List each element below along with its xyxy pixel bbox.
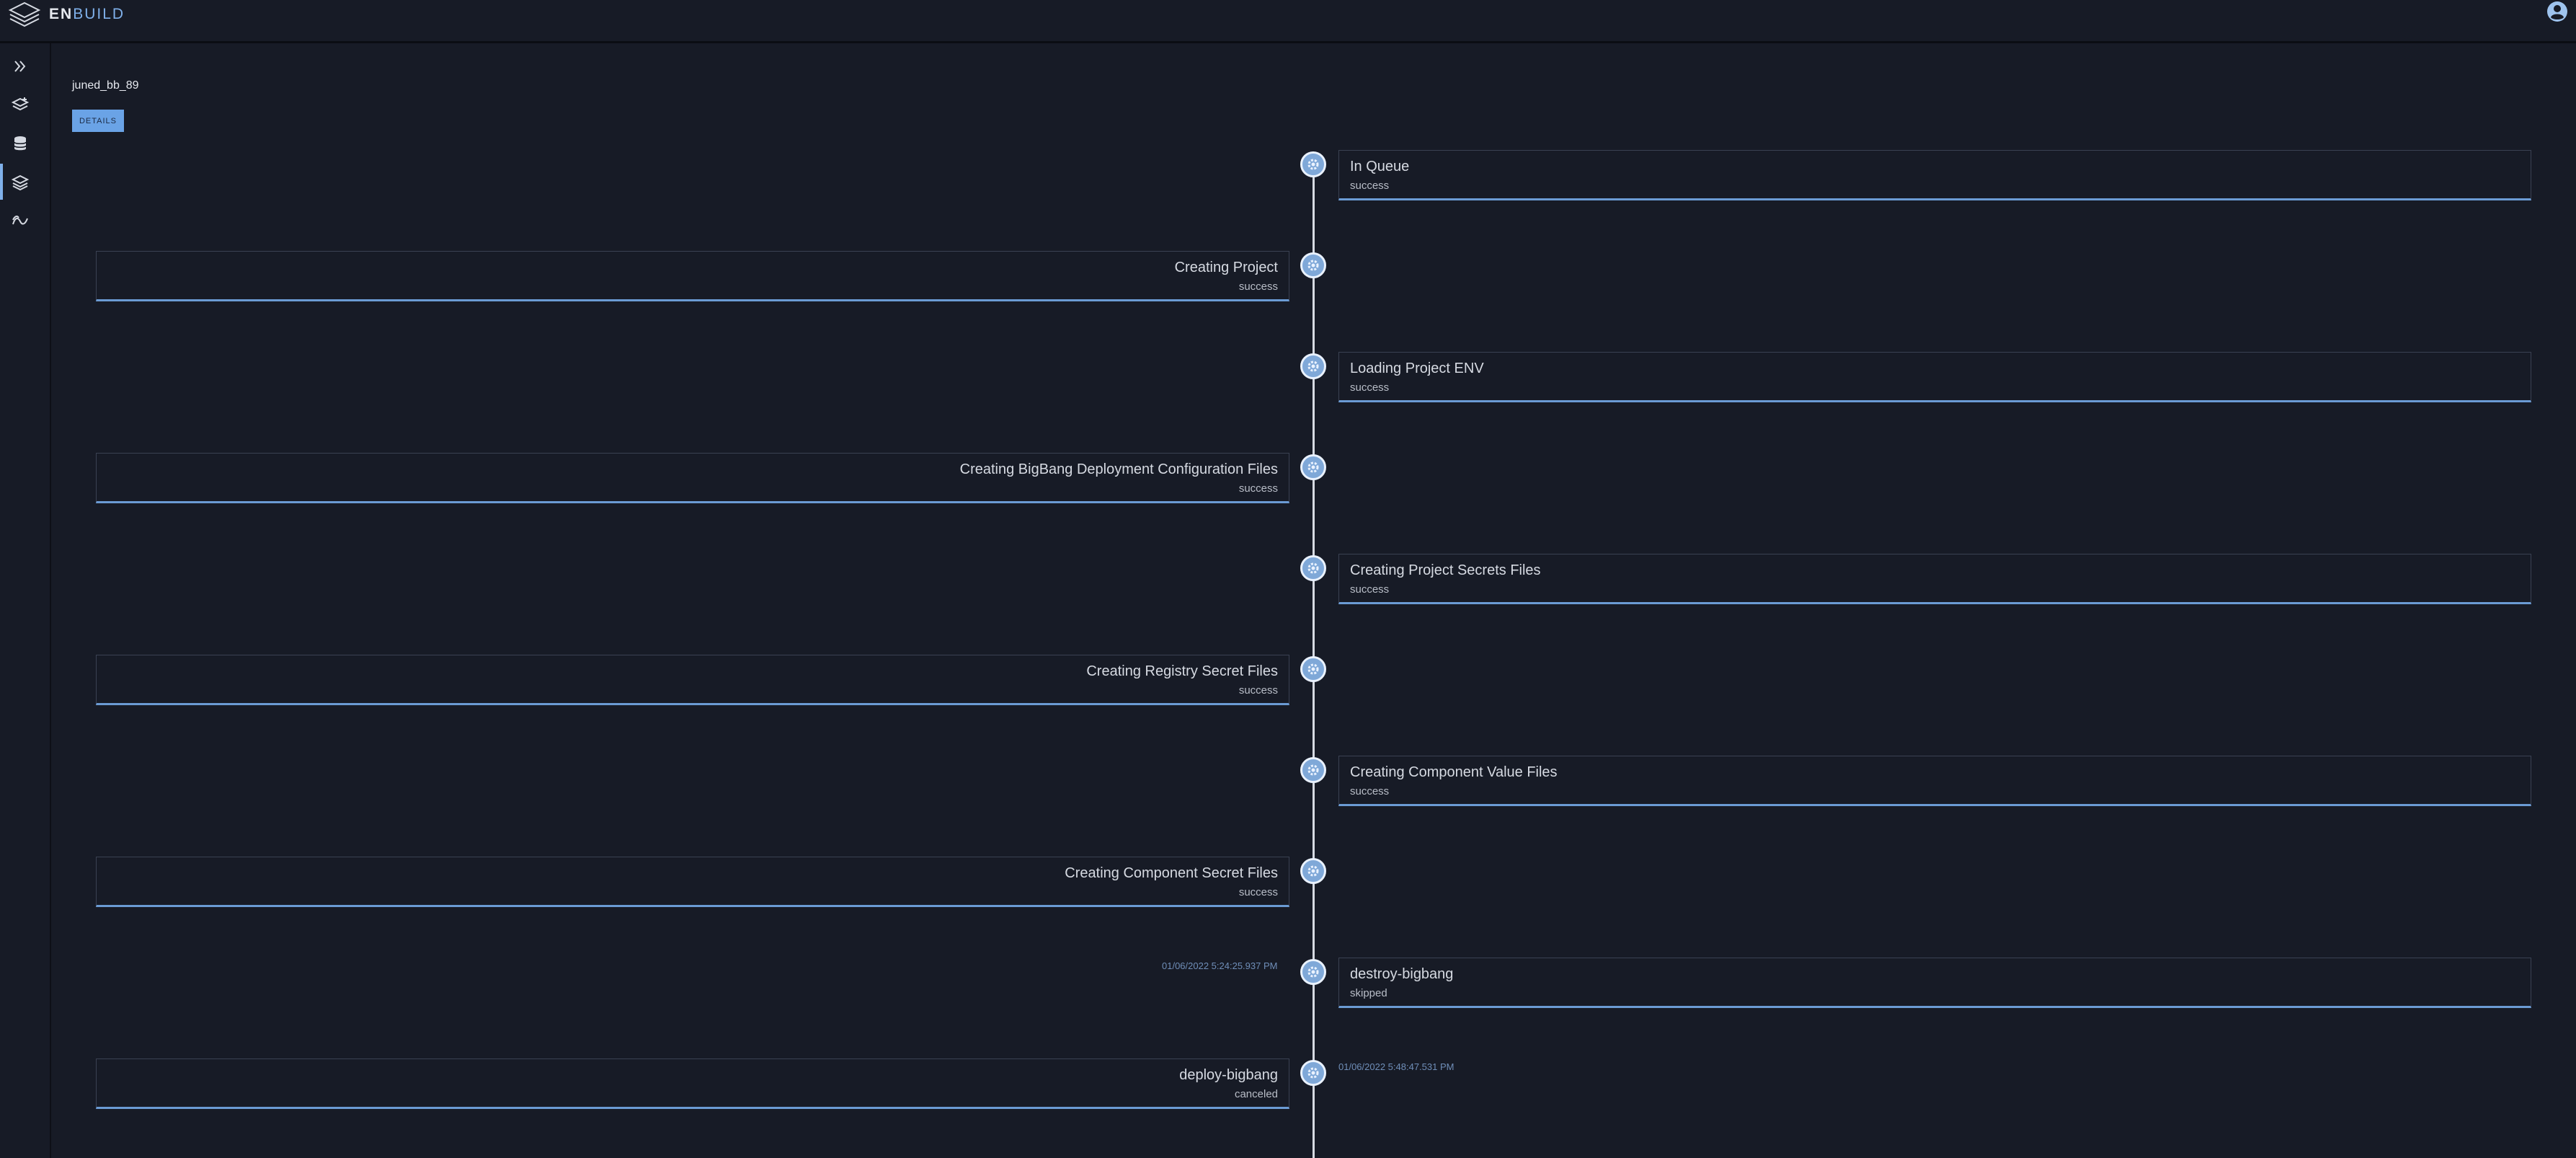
gear-icon (1307, 260, 1319, 271)
timeline-node (1300, 959, 1326, 985)
timeline-step-card[interactable]: Creating Registry Secret Files success (96, 655, 1289, 705)
timeline-node (1300, 151, 1326, 177)
brand-build: BUILD (73, 6, 125, 22)
sidebar-item-new-project[interactable] (9, 94, 32, 117)
timeline-node (1300, 757, 1326, 783)
step-title: Creating Registry Secret Files (1086, 663, 1278, 679)
sidebar-item-activity[interactable] (9, 209, 32, 232)
gear-icon (1307, 966, 1319, 978)
step-status: canceled (1234, 1088, 1278, 1100)
step-title: In Queue (1350, 159, 1410, 174)
gear-icon (1307, 361, 1319, 372)
step-title: Creating BigBang Deployment Configuratio… (959, 461, 1278, 477)
expand-sidebar-button[interactable] (9, 55, 32, 78)
sidebar-item-database[interactable] (9, 132, 32, 155)
brand-en: EN (49, 6, 74, 22)
sidebar-item-deployments[interactable] (9, 171, 32, 194)
step-status: success (1350, 381, 1390, 394)
details-button[interactable]: DETAILS (72, 110, 124, 132)
enbuild-logo[interactable]: ENBUILD (7, 0, 125, 29)
timeline-step-card[interactable]: Creating Component Value Files success (1338, 756, 2531, 806)
gear-icon (1307, 562, 1319, 574)
step-title: Creating Component Secret Files (1065, 865, 1278, 881)
timeline-step-card[interactable]: Creating Project Secrets Files success (1338, 554, 2531, 604)
timeline-step-card[interactable]: Creating Component Secret Files success (96, 857, 1289, 907)
step-title: Creating Project (1174, 260, 1278, 275)
timeline-step-card[interactable]: deploy-bigbang canceled (96, 1058, 1289, 1109)
step-status: success (1350, 583, 1390, 596)
step-status: success (1350, 785, 1390, 797)
timeline-step-card[interactable]: Creating BigBang Deployment Configuratio… (96, 453, 1289, 503)
step-title: destroy-bigbang (1350, 966, 1454, 982)
gear-icon (1307, 663, 1319, 675)
step-timestamp: 01/06/2022 5:24:25.937 PM (1162, 960, 1278, 971)
timeline-node (1300, 656, 1326, 682)
timeline-node (1300, 252, 1326, 278)
project-name: juned_bb_89 (72, 79, 139, 92)
step-status: success (1238, 280, 1278, 293)
step-title: Loading Project ENV (1350, 361, 1484, 376)
step-title: deploy-bigbang (1179, 1067, 1278, 1083)
timeline-step-card[interactable]: Creating Project success (96, 251, 1289, 301)
logo-layers-icon (8, 1, 41, 27)
top-bar: ENBUILD (0, 0, 2576, 43)
brand-name: ENBUILD (49, 6, 125, 23)
timeline-node (1300, 858, 1326, 884)
timeline-node (1300, 555, 1326, 581)
timeline-step-card[interactable]: In Queue success (1338, 150, 2531, 200)
step-status: skipped (1350, 987, 1387, 999)
timeline-node (1300, 454, 1326, 480)
gear-icon (1307, 764, 1319, 776)
step-status: success (1350, 180, 1390, 192)
activity-icon (12, 216, 28, 225)
gear-icon (1307, 461, 1319, 473)
step-title: Creating Component Value Files (1350, 764, 1558, 780)
gear-icon (1307, 1067, 1319, 1079)
step-timestamp: 01/06/2022 5:48:47.531 PM (1338, 1061, 1454, 1072)
chevrons-right-icon (14, 61, 26, 72)
database-icon (14, 136, 27, 151)
step-status: success (1238, 684, 1278, 697)
gear-icon (1307, 159, 1319, 170)
layers-icon (11, 174, 30, 191)
timeline-step-card[interactable]: destroy-bigbang skipped (1338, 958, 2531, 1008)
sidebar-active-indicator (0, 164, 3, 200)
step-status: success (1238, 482, 1278, 495)
step-status: success (1238, 886, 1278, 898)
layers-plus-icon (11, 97, 30, 111)
timeline-node (1300, 1060, 1326, 1086)
sidebar (0, 43, 51, 1158)
timeline-step-card[interactable]: Loading Project ENV success (1338, 352, 2531, 402)
step-title: Creating Project Secrets Files (1350, 562, 1541, 578)
timeline-node (1300, 353, 1326, 379)
account-icon[interactable] (2546, 0, 2569, 23)
gear-icon (1307, 865, 1319, 877)
